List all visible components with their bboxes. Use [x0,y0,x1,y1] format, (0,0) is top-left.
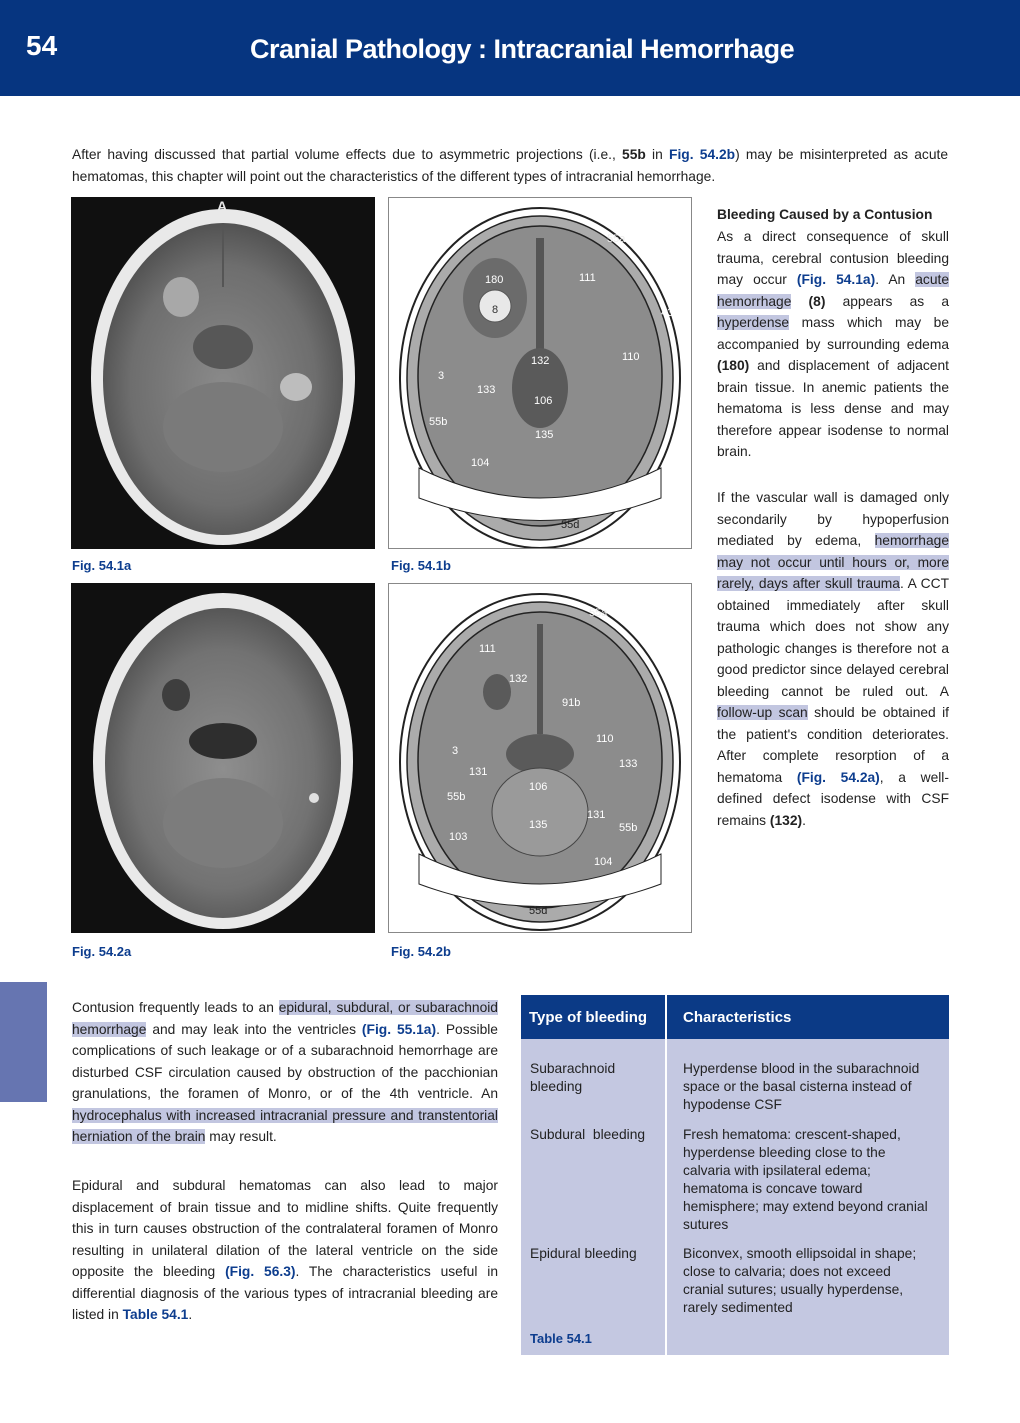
figure-54-2b-schematic: 55a 111 132 91b 110 3 133 131 106 55b 13… [388,583,692,933]
lower-paragraph-1: Contusion frequently leads to an epidura… [72,1000,498,1144]
table-column-type [521,995,665,1355]
label-55d: 55d [561,519,579,531]
page-header: 54 Cranial Pathology : Intracranial Hemo… [0,0,1020,96]
label-43: 43 [661,307,673,319]
label2-110: 110 [596,733,614,745]
table-54-1: Type of bleeding Characteristics Subarac… [521,995,949,1355]
label-104: 104 [471,457,489,469]
label2-55a: 55a [589,607,608,619]
table-column-characteristics [667,995,949,1355]
table-header-characteristics: Characteristics [667,995,949,1039]
label2-55d: 55d [529,905,547,917]
caption-fig-54-1b: Fig. 54.1b [391,558,451,573]
table-row-3-char: Biconvex, smooth ellipsoidal in shape; c… [683,1246,917,1315]
label-3: 3 [438,370,444,382]
label2-131b: 131 [587,809,605,821]
label2-3: 3 [452,745,458,757]
intro-paragraph: After having discussed that partial volu… [72,147,949,184]
table-row-3-type: Epidural bleeding [530,1246,637,1261]
label-180: 180 [485,274,503,286]
contusion-paragraph-2: If the vascular wall is damaged only sec… [717,490,949,828]
contusion-paragraph-1: As a direct consequence of skull trauma,… [717,229,950,459]
label-132: 132 [531,355,549,367]
label-133: 133 [477,384,495,396]
label-135: 135 [535,429,553,441]
label2-135: 135 [529,819,547,831]
figure-54-1a-ct-image: A [71,197,375,549]
schematic-brain-diagram: 55a 180 111 8 43 110 132 3 133 106 55b 1… [399,207,681,549]
caption-fig-54-2b: Fig. 54.2b [391,944,451,959]
label2-103: 103 [449,831,467,843]
label2-106: 106 [529,781,547,793]
table-row-1-char: Hyperdense blood in the subarachnoid spa… [683,1061,920,1112]
table-row-2-char: Fresh hematoma: crescent-shaped, hyperde… [683,1127,928,1232]
label-111: 111 [579,272,596,284]
anterior-marker-2: A [217,590,227,606]
caption-fig-54-2a: Fig. 54.2a [72,944,132,959]
table-row-1-type: Subarachnoid bleeding [530,1061,616,1094]
table-header-type: Type of bleeding [521,995,665,1039]
label-106: 106 [534,395,552,407]
section-heading-contusion: Bleeding Caused by a Contusion [717,207,933,222]
label2-131: 131 [469,766,487,778]
ct-scan-illustration-2: A [93,590,353,929]
schematic-brain-diagram-2: 55a 111 132 91b 110 3 133 131 106 55b 13… [399,593,681,931]
label2-133: 133 [619,758,637,770]
chapter-side-tab [0,982,47,1102]
label2-91b: 91b [562,697,580,709]
label-55b: 55b [429,416,447,428]
label2-111: 111 [479,643,496,655]
table-row-2-type: Subdural bleeding [530,1127,646,1142]
label-55a: 55a [607,233,626,245]
figure-54-1b-schematic: 55a 180 111 8 43 110 132 3 133 106 55b 1… [388,197,692,549]
figure-54-2a-ct-image: A [71,583,375,933]
label2-55b: 55b [447,791,465,803]
page-number: 54 [26,30,58,61]
label-110: 110 [622,351,640,363]
label2-104: 104 [594,856,612,868]
label2-55b-right: 55b [619,822,637,834]
label-8: 8 [492,304,498,316]
chapter-title: Cranial Pathology : Intracranial Hemorrh… [250,34,795,64]
table-caption: Table 54.1 [530,1331,592,1346]
label2-132: 132 [509,673,527,685]
lower-paragraph-2: Epidural and subdural hematomas can also… [72,1178,498,1322]
anterior-marker: A [217,198,227,214]
caption-fig-54-1a: Fig. 54.1a [72,558,132,573]
ct-scan-illustration: A [91,198,355,545]
